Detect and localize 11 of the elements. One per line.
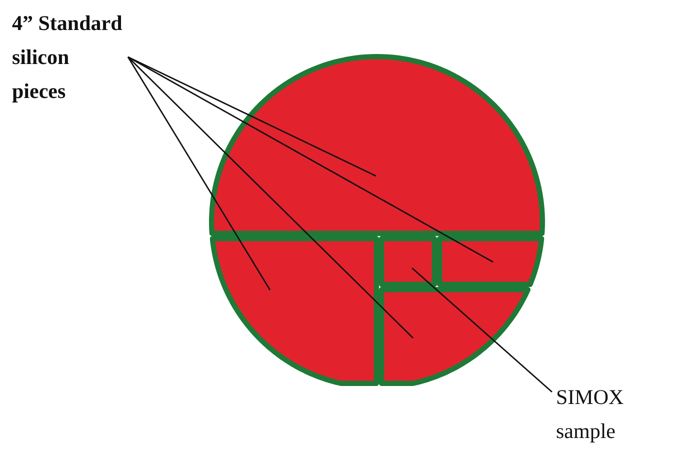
wafer-piece bbox=[210, 236, 379, 386]
wafer-piece bbox=[209, 54, 545, 236]
wafer-piece bbox=[379, 236, 437, 287]
leader-line bbox=[128, 56, 494, 263]
wafer-piece bbox=[379, 287, 531, 386]
leader-line bbox=[127, 56, 271, 290]
leader-line bbox=[412, 267, 552, 393]
leader-line bbox=[128, 56, 414, 338]
callout-label: 4” Standard silicon pieces bbox=[12, 6, 124, 108]
callout-label: SIMOX sample bbox=[556, 380, 646, 448]
wafer-piece bbox=[437, 236, 544, 287]
